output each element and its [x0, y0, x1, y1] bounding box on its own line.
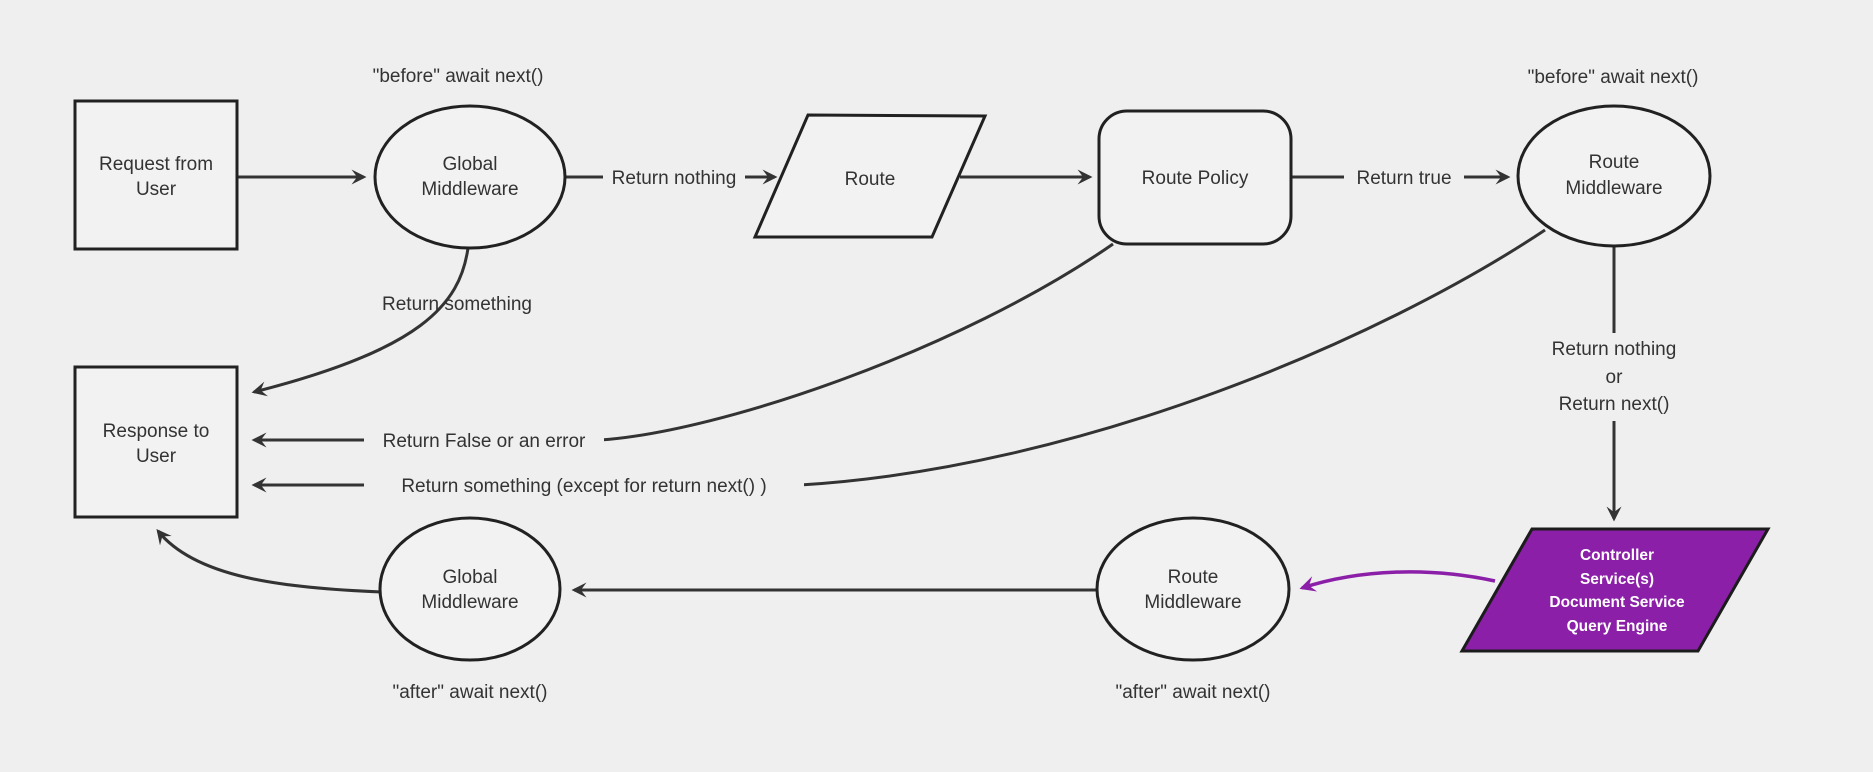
label-bg — [364, 426, 604, 455]
annotation-before-await-left: "before" await next() — [373, 66, 544, 87]
svg-text:Query Engine: Query Engine — [1567, 618, 1668, 635]
edge-label-return-nothing: Return nothing — [603, 162, 745, 191]
node-route-middleware-bottom: Route Middleware — [1095, 516, 1291, 662]
edge-label-return-nothing-or-next: Return nothing or Return next() — [1535, 333, 1695, 421]
svg-text:or: or — [1606, 367, 1624, 388]
svg-text:Document Service: Document Service — [1549, 594, 1685, 611]
svg-text:Route: Route — [1168, 567, 1219, 588]
label-bg — [603, 162, 745, 191]
global-middleware-ellipse — [378, 516, 562, 662]
annotation-before-await-right: "before" await next() — [1528, 67, 1699, 88]
svg-text:Global: Global — [443, 567, 498, 588]
svg-text:Response to: Response to — [103, 421, 210, 442]
label-bg — [1535, 333, 1695, 421]
svg-text:Return true: Return true — [1356, 168, 1451, 189]
svg-text:Return next(): Return next() — [1559, 394, 1670, 415]
label-bg — [1344, 162, 1464, 191]
route-middleware-ellipse — [1516, 104, 1712, 248]
svg-text:Return nothing: Return nothing — [612, 168, 737, 189]
svg-text:Return something (except for r: Return something (except for return next… — [401, 476, 766, 497]
label-bg — [364, 471, 804, 500]
controller-parallelogram — [1459, 527, 1771, 653]
svg-text:Middleware: Middleware — [421, 592, 518, 613]
svg-text:Middleware: Middleware — [1144, 592, 1241, 613]
svg-text:Middleware: Middleware — [1565, 178, 1662, 199]
edge-label-return-false: Return False or an error — [364, 426, 604, 455]
node-route-policy: Route Policy — [1097, 109, 1293, 246]
route-parallelogram — [752, 113, 988, 239]
svg-text:Route: Route — [1589, 152, 1640, 173]
edge-label-return-something-except: Return something (except for return next… — [364, 471, 804, 500]
svg-text:Return nothing: Return nothing — [1552, 339, 1677, 360]
edge-label-return-true: Return true — [1344, 162, 1464, 191]
node-global-middleware-top: Global Middleware — [373, 104, 567, 250]
node-request-from-user: Request from User — [73, 99, 239, 251]
svg-text:User: User — [136, 446, 177, 467]
svg-text:Route Policy: Route Policy — [1142, 168, 1249, 189]
annotation-after-await-right: "after" await next() — [1116, 682, 1271, 703]
svg-text:Route: Route — [845, 169, 896, 190]
node-global-middleware-bottom: Global Middleware — [378, 516, 562, 662]
edge-global-bottom-to-response — [156, 529, 383, 594]
request-box — [73, 99, 239, 251]
node-route: Route — [752, 113, 988, 239]
route-policy-box — [1097, 109, 1293, 246]
svg-text:Request from: Request from — [99, 154, 213, 175]
global-middleware-ellipse — [373, 104, 567, 250]
svg-text:Service(s): Service(s) — [1580, 571, 1654, 588]
svg-text:Middleware: Middleware — [421, 179, 518, 200]
node-response-to-user: Response to User — [73, 365, 239, 519]
response-box — [73, 365, 239, 519]
svg-text:Return something: Return something — [382, 294, 532, 315]
edge-policy-to-response — [251, 242, 1114, 448]
route-middleware-ellipse — [1095, 516, 1291, 662]
edge-routemw-to-response — [251, 228, 1546, 493]
edge-controller-to-routemw-bottom — [1299, 570, 1496, 592]
svg-text:User: User — [136, 179, 177, 200]
annotation-after-await-left: "after" await next() — [393, 682, 548, 703]
svg-text:Controller: Controller — [1580, 547, 1654, 564]
node-route-middleware-top: Route Middleware — [1516, 104, 1712, 248]
edge-label-return-something: Return something — [382, 294, 532, 315]
svg-text:Global: Global — [443, 154, 498, 175]
edge-global-to-response — [251, 247, 470, 397]
node-controller-services: Controller Service(s) Document Service Q… — [1459, 527, 1771, 653]
svg-text:Return False or an error: Return False or an error — [383, 431, 586, 452]
